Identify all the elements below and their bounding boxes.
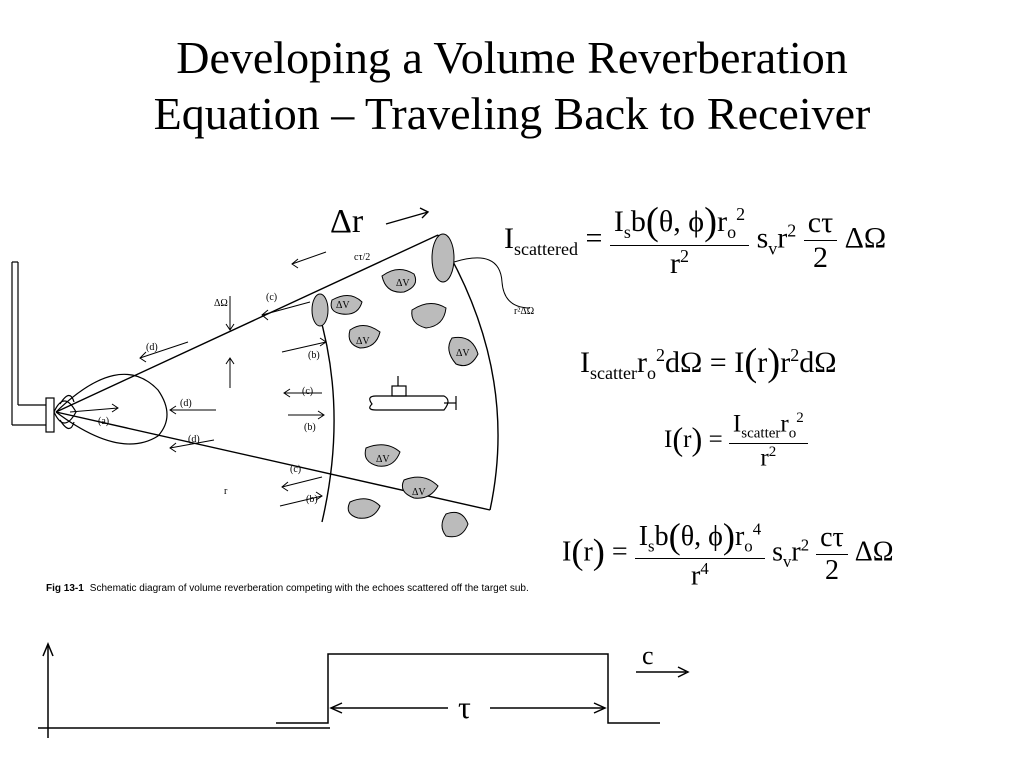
caption-text: Schematic diagram of volume reverberatio… bbox=[89, 583, 529, 594]
title-line-1: Developing a Volume Reverberation bbox=[176, 32, 848, 83]
label-d-1: (d) bbox=[180, 398, 192, 409]
label-b-1: (b) bbox=[308, 350, 320, 361]
label-d-3: (d) bbox=[146, 342, 158, 353]
eq4-ctau-fraction: cτ 2 bbox=[816, 522, 848, 587]
delta-v-labels: ΔV ΔV ΔV ΔV ΔV ΔV bbox=[336, 278, 470, 498]
delta-v-2: ΔV bbox=[396, 278, 410, 289]
ctau-half-label: cτ/2 bbox=[354, 252, 370, 263]
volume-scatterers bbox=[330, 269, 479, 538]
range-r-label: r bbox=[224, 486, 228, 497]
delta-v-5: ΔV bbox=[376, 454, 390, 465]
eq1-lhs: Iscattered bbox=[504, 221, 578, 259]
slide-title: Developing a Volume Reverberation Equati… bbox=[0, 30, 1024, 142]
label-c-2: (c) bbox=[302, 386, 313, 397]
ray-arrows bbox=[69, 251, 327, 507]
equation-intensity-final: I(r) = Isb(θ, ϕ)ro4 r4 svr2 cτ 2 ΔΩ bbox=[562, 516, 894, 592]
tau-arrow-right-head bbox=[593, 702, 607, 714]
equation-intensity-r: I(r) = Iscatterro2 r2 bbox=[664, 410, 808, 473]
label-b-2: (b) bbox=[304, 422, 316, 433]
shell-hatch bbox=[311, 233, 455, 327]
pulse-y-axis-arrowhead bbox=[42, 642, 54, 657]
r2-delta-omega-label: r²ΔΩ bbox=[514, 306, 534, 317]
eq3-fraction: Iscatterro2 r2 bbox=[728, 410, 808, 473]
delta-v-3: ΔV bbox=[356, 336, 370, 347]
figure-caption: Fig 13-1 Schematic diagram of volume reve… bbox=[46, 583, 529, 594]
label-a: (a) bbox=[98, 416, 109, 427]
delta-r-label: Δr bbox=[330, 203, 364, 240]
delta-v-6: ΔV bbox=[412, 487, 426, 498]
eq4-fraction: Isb(θ, ϕ)ro4 r4 bbox=[634, 516, 766, 592]
transducer-mount bbox=[11, 261, 55, 433]
ray-labels: (a) (c) (b) (c) (b) (c) (b) (d) (d) (d) … bbox=[98, 252, 534, 505]
r2-delta-omega-leader bbox=[453, 257, 531, 309]
eq1-ctau-fraction: cτ 2 bbox=[803, 206, 838, 276]
title-line-2: Equation – Traveling Back to Receiver bbox=[153, 88, 871, 139]
tau-label: τ bbox=[458, 689, 471, 725]
delta-r-arrow bbox=[385, 207, 430, 225]
delta-v-1: ΔV bbox=[336, 300, 350, 311]
label-c-1: (c) bbox=[266, 292, 277, 303]
c-arrow-head bbox=[677, 666, 690, 678]
tau-arrow-left-head bbox=[329, 702, 343, 714]
reverberation-schematic: ΔV ΔV ΔV ΔV ΔV ΔV (a) (c) (b) (c) (b) (c… bbox=[11, 203, 534, 538]
caption-label: Fig 13-1 bbox=[46, 583, 84, 594]
delta-omega-label: ΔΩ bbox=[214, 298, 228, 309]
pulse-waveform bbox=[276, 653, 660, 724]
eq1-fraction: Isb(θ, ϕ)ro2 r2 bbox=[609, 200, 750, 281]
delta-v-4: ΔV bbox=[456, 348, 470, 359]
beam-cone bbox=[55, 234, 499, 523]
equation-scattered-intensity: Iscattered = Isb(θ, ϕ)ro2 r2 svr2 cτ 2 Δ… bbox=[504, 200, 887, 281]
submarine bbox=[369, 376, 457, 411]
label-c-3: (c) bbox=[290, 464, 301, 475]
label-b-3: (b) bbox=[306, 494, 318, 505]
equation-intensity-balance: Iscatterro2dΩ = I(r)r2dΩ bbox=[580, 341, 837, 384]
label-d-2: (d) bbox=[188, 434, 200, 445]
c-label: c bbox=[642, 641, 654, 670]
